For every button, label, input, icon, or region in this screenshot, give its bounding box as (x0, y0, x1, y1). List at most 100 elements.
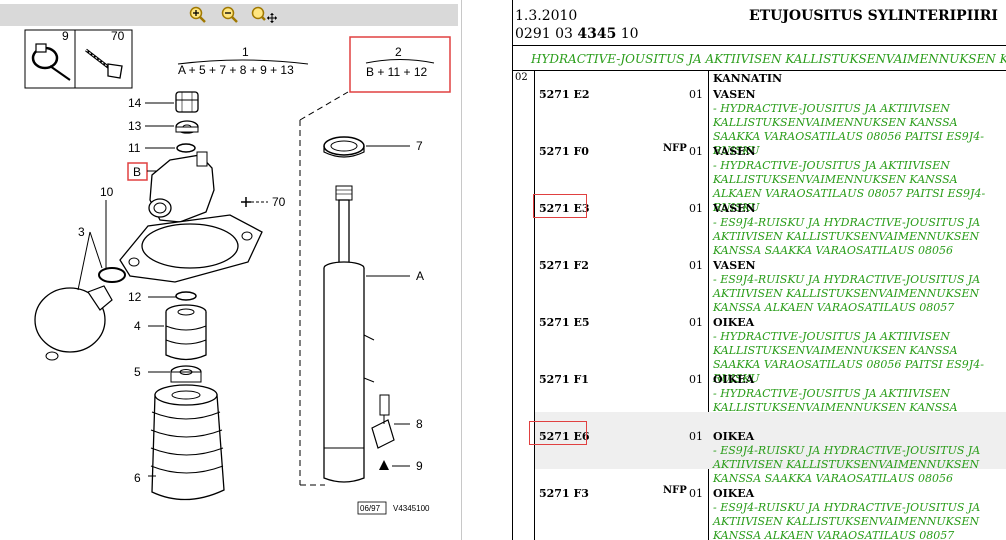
part-row[interactable]: 5271 E3 01 VASEN - ES9J4-RUISKU JA HYDRA… (535, 184, 1006, 257)
part-side: VASEN (713, 202, 756, 215)
drawing-code: V4345100 (393, 504, 430, 513)
part-6-boot (150, 384, 225, 501)
part-row[interactable]: 5271 F0 NFP 01 VASEN - HYDRACTIVE-JOUSIT… (535, 127, 1006, 214)
part-12-ring (175, 291, 197, 301)
part-4-bump-stop (165, 304, 207, 361)
part-row[interactable]: 5271 F3 NFP 01 OIKEA - ES9J4-RUISKU JA H… (535, 469, 1006, 540)
part-reference[interactable]: 5271 E5 (539, 316, 590, 329)
part-row[interactable]: 5271 F2 01 VASEN - ES9J4-RUISKU JA HYDRA… (535, 241, 1006, 314)
label-5: 5 (134, 365, 141, 379)
label-b: B (133, 165, 141, 179)
part-side: VASEN (713, 145, 756, 158)
zoom-in-icon[interactable] (188, 5, 208, 25)
part-9-cap (379, 460, 389, 470)
inset-label-70: 70 (111, 29, 125, 43)
part-reference[interactable]: 5271 F0 (539, 145, 589, 158)
catalog-code-suffix: 10 (616, 26, 639, 42)
part-side: OIKEA (713, 316, 755, 329)
label-6: 6 (134, 471, 141, 485)
part-description: - ES9J4-RUISKU JA HYDRACTIVE-JOUSITUS JA… (713, 216, 981, 257)
formula-2-highlight (349, 36, 451, 93)
part-14-nut (175, 91, 199, 113)
formula-1-number: 1 (242, 45, 249, 59)
date-stamp: 06/97 (360, 504, 381, 513)
label-7: 7 (416, 139, 423, 153)
page-title: ETUJOUSITUS SYLINTERIPIIRI (749, 8, 998, 24)
part-8-fitting (371, 394, 395, 449)
part-quantity: 01 (689, 145, 703, 158)
part-description: - ES9J4-RUISKU JA HYDRACTIVE-JOUSITUS JA… (713, 501, 981, 540)
part-side: OIKEA (713, 373, 755, 386)
part-quantity: 01 (689, 487, 703, 500)
part-3-sphere (34, 285, 113, 361)
label-8: 8 (416, 417, 423, 431)
part-reference[interactable]: 5271 F1 (539, 373, 589, 386)
zoom-toolbar (0, 4, 458, 26)
part-description: - ES9J4-RUISKU JA HYDRACTIVE-JOUSITUS JA… (713, 444, 981, 485)
zoom-out-icon[interactable] (220, 5, 240, 25)
formula-2: 2 B + 11 + 12 (349, 36, 451, 93)
label-70: 70 (272, 195, 286, 209)
inset-screw: 70 (74, 29, 133, 89)
label-12: 12 (128, 290, 142, 304)
part-5-cup (170, 365, 202, 383)
part-description: - HYDRACTIVE-JOUSITUS JA AKTIIVISEN KALL… (713, 330, 984, 385)
inset-label-9: 9 (62, 29, 69, 43)
part-reference[interactable]: 5271 F2 (539, 259, 589, 272)
part-reference[interactable]: 5271 F3 (539, 487, 589, 500)
label-10: 10 (100, 185, 114, 199)
part-row[interactable]: 5271 F1 01 OIKEA - HYDRACTIVE-JOUSITUS J… (535, 355, 1006, 442)
part-row[interactable]: 5271 E5 01 OIKEA - HYDRACTIVE-JOUSITUS J… (535, 298, 1006, 385)
formula-2-text: B + 11 + 12 (366, 65, 427, 79)
part-10-ring (98, 267, 126, 283)
part-side: OIKEA (713, 430, 755, 443)
parts-list-pane: 1.3.2010 0291 03 4345 10 ETUJOUSITUS SYL… (512, 0, 1006, 540)
label-9: 9 (416, 459, 423, 473)
exploded-diagram: 9 70 1 A + 5 + 7 + 8 + 9 + 13 2 B + 11 +… (24, 29, 451, 515)
part-quantity: 01 (689, 202, 703, 215)
part-quantity: 01 (689, 259, 703, 272)
inset-clamp: 9 (24, 29, 76, 89)
formula-2-number: 2 (395, 45, 402, 59)
part-side: OIKEA (713, 487, 755, 500)
label-3: 3 (78, 225, 85, 239)
zoom-pan-icon[interactable] (250, 5, 278, 25)
column-divider (708, 70, 709, 540)
group-title: KANNATIN (713, 72, 783, 85)
part-11-oring (176, 143, 196, 153)
catalog-code-bold: 4345 (577, 26, 617, 42)
date-stamp-box (357, 501, 387, 515)
part-quantity: 01 (689, 88, 703, 101)
part-reference[interactable]: 5271 E2 (539, 88, 590, 101)
part-quantity: 01 (689, 373, 703, 386)
label-14: 14 (128, 96, 142, 110)
group-column: 02 (513, 70, 535, 540)
part-side: VASEN (713, 259, 756, 272)
section-divider (513, 70, 1006, 71)
part-row[interactable]: 5271 E2 01 VASEN - HYDRACTIVE-JOUSITUS J… (535, 70, 1006, 157)
formula-1: 1 A + 5 + 7 + 8 + 9 + 13 (177, 45, 309, 77)
part-quantity: 01 (689, 430, 703, 443)
part-row-selected[interactable]: 5271 E6 01 OIKEA - ES9J4-RUISKU JA HYDRA… (535, 412, 1006, 485)
header-divider (513, 45, 1006, 46)
part-reference[interactable]: 5271 E3 (539, 202, 590, 215)
section-title: HYDRACTIVE-JOUSITUS JA AKTIIVISEN KALLIS… (531, 52, 1006, 66)
part-side: VASEN (713, 88, 756, 101)
part-description: - ES9J4-RUISKU JA HYDRACTIVE-JOUSITUS JA… (713, 273, 981, 314)
nfp-flag: NFP (663, 485, 687, 496)
label-11: 11 (128, 141, 141, 155)
label-13: 13 (128, 119, 142, 133)
diagram-pane: 9 70 1 A + 5 + 7 + 8 + 9 + 13 2 B + 11 +… (0, 0, 462, 540)
part-quantity: 01 (689, 316, 703, 329)
nfp-flag: NFP (663, 143, 687, 154)
catalog-code-prefix: 0291 03 (515, 26, 578, 42)
catalog-date: 1.3.2010 (515, 8, 578, 24)
part-description: - HYDRACTIVE-JOUSITUS JA AKTIIVISEN KALL… (713, 159, 986, 214)
group-number: 02 (515, 72, 528, 83)
parts-table: KANNATIN 5271 E2 01 VASEN - HYDRACTIVE-J… (529, 70, 1006, 540)
label-4: 4 (134, 319, 141, 333)
part-13-washer (175, 120, 199, 134)
part-description: - HYDRACTIVE-JOUSITUS JA AKTIIVISEN KALL… (713, 102, 984, 157)
part-reference[interactable]: 5271 E6 (539, 430, 590, 443)
part-cylinder-mount (119, 151, 263, 283)
